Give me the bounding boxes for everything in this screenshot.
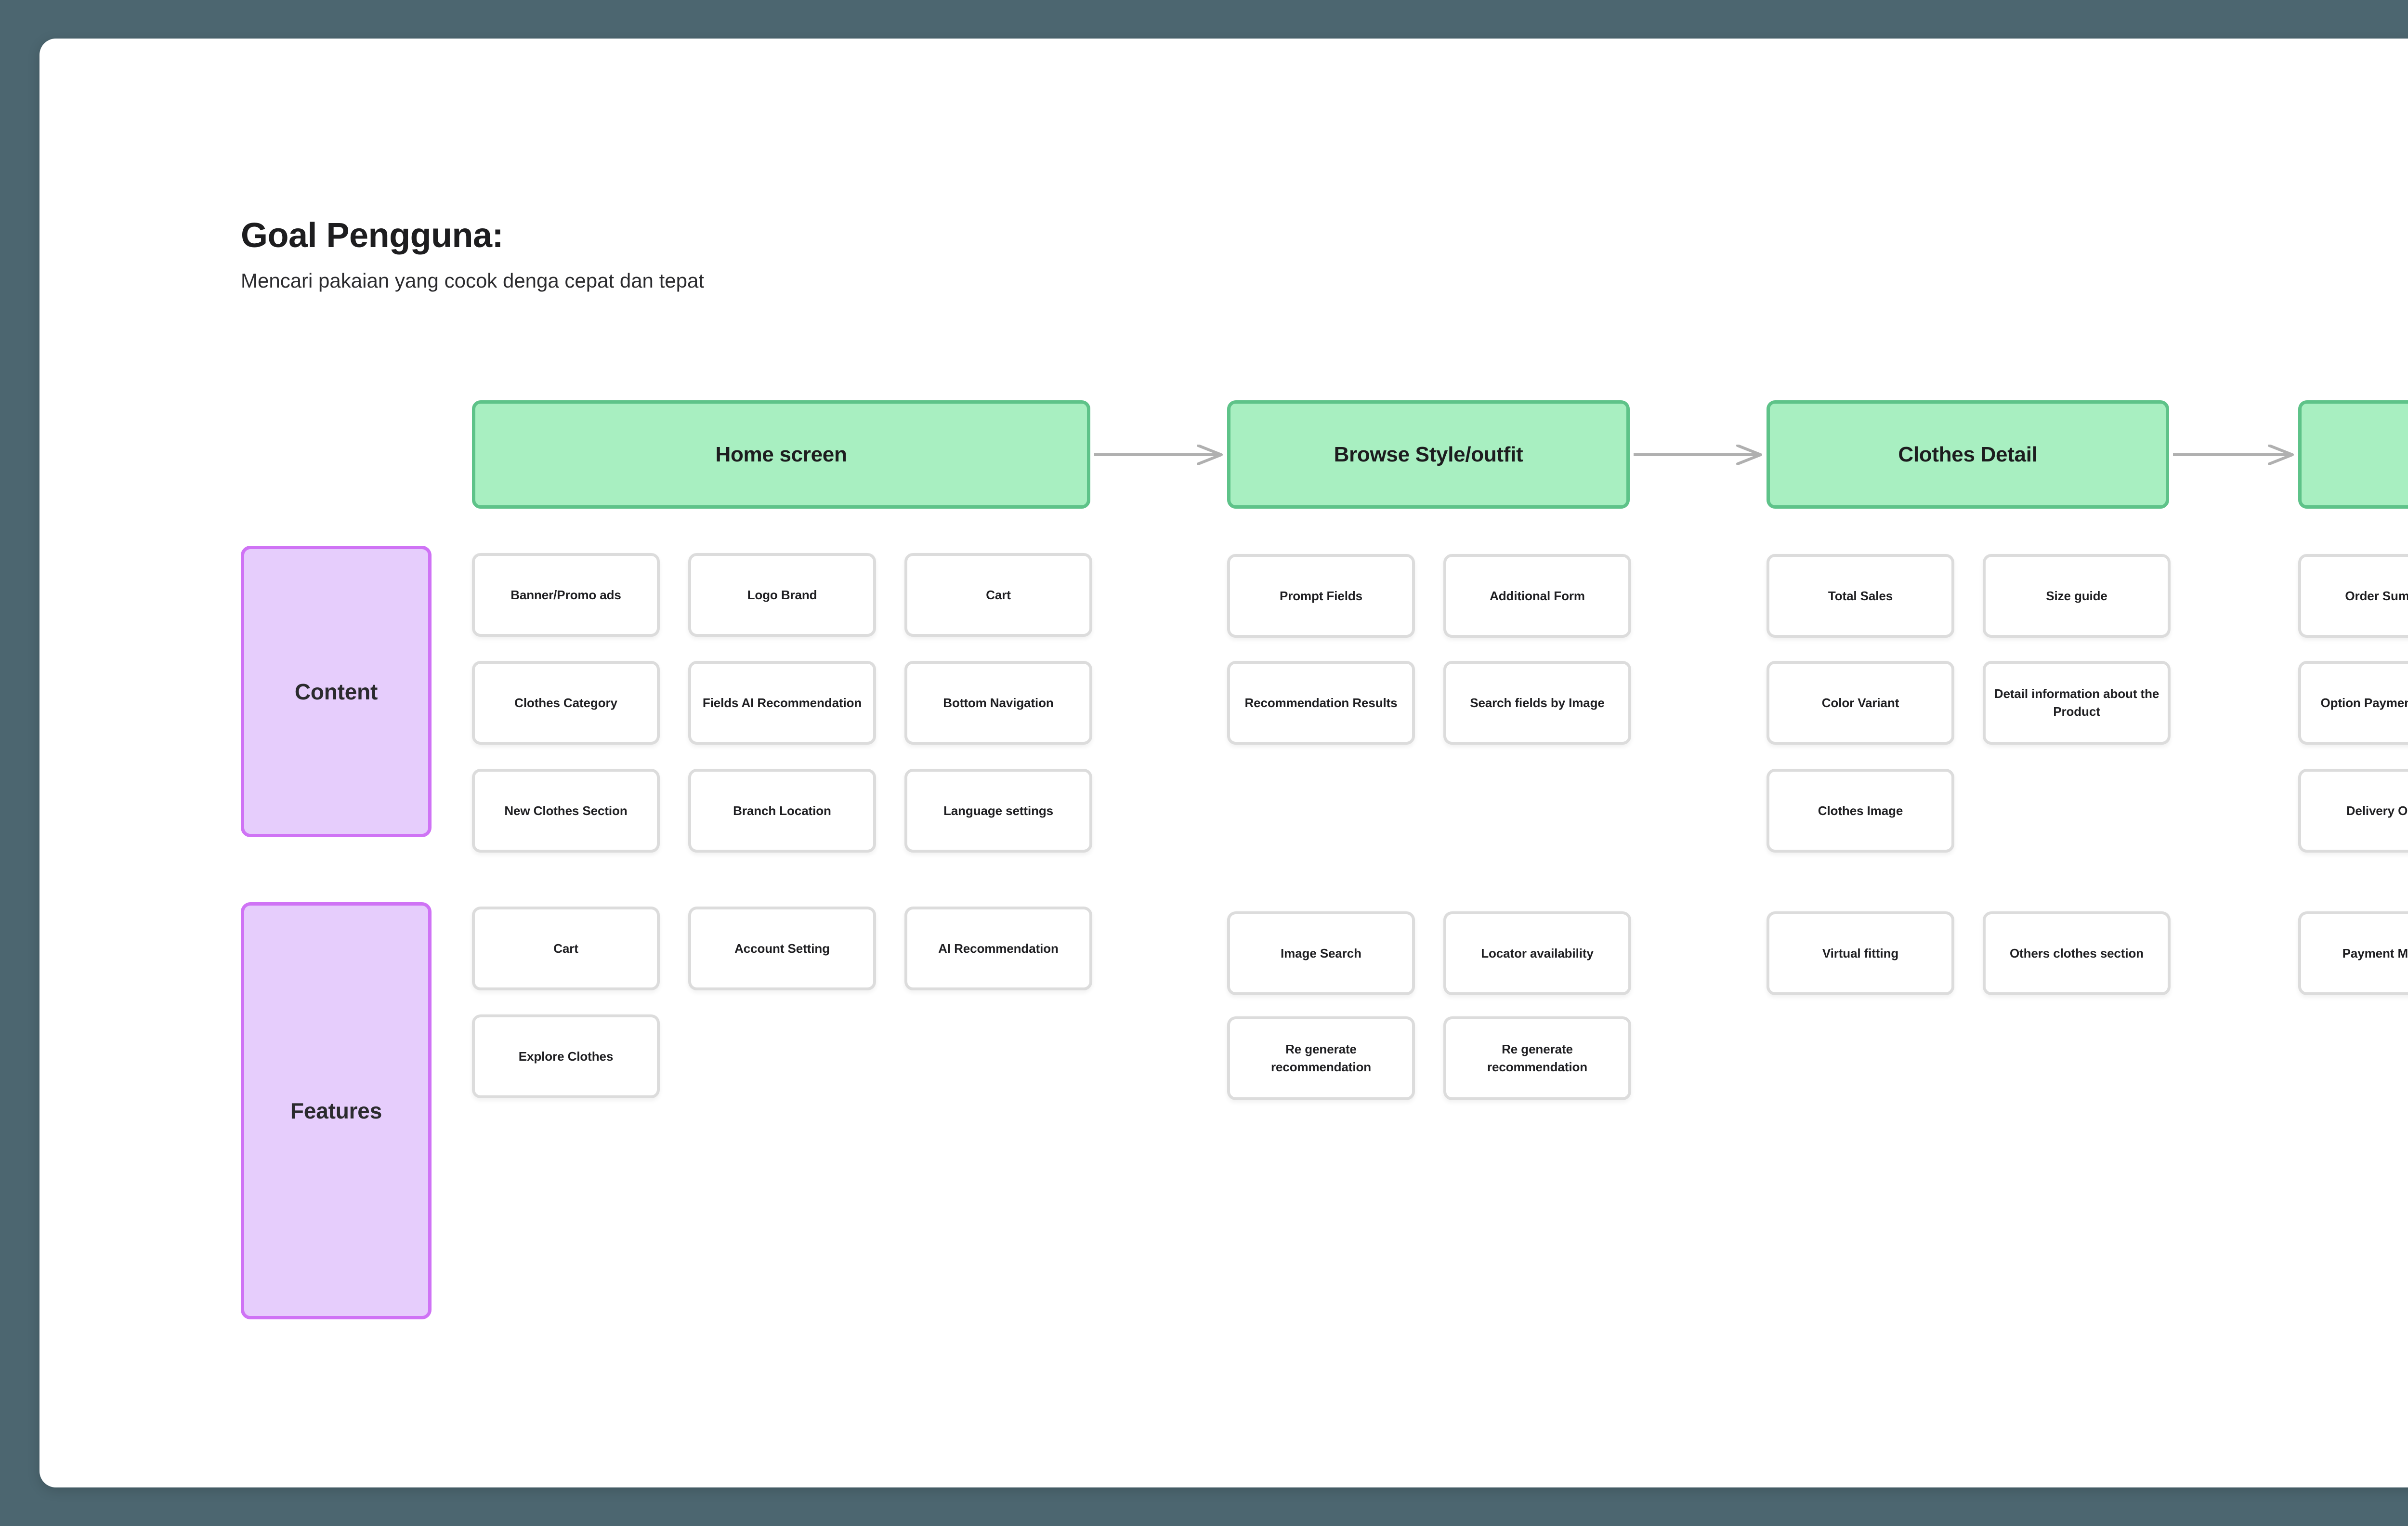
feature-card-label: Virtual fitting xyxy=(1822,946,1899,960)
content-card-label: Total Sales xyxy=(1828,588,1893,603)
content-card[interactable]: Clothes Category xyxy=(472,661,660,745)
content-card[interactable]: Order Summary xyxy=(2298,554,2408,638)
stage-box-payment[interactable]: Payment xyxy=(2298,400,2408,509)
content-card[interactable]: Color Variant xyxy=(1767,661,1954,745)
content-card-label: Option Payment Method xyxy=(2320,695,2408,710)
feature-card-label: Re generate recommendation xyxy=(1270,1042,1372,1074)
group-label-features[interactable]: Features xyxy=(241,902,432,1319)
feature-card[interactable]: Account Setting xyxy=(688,907,876,990)
stage-label: Clothes Detail xyxy=(1898,442,2038,466)
feature-card[interactable]: Others clothes section xyxy=(1983,911,2171,995)
feature-card-label: Account Setting xyxy=(734,941,830,956)
arrow-browse-to-detail-icon xyxy=(1634,445,1763,465)
arrow-home-to-browse-icon xyxy=(1094,445,1223,465)
content-card[interactable]: Logo Brand xyxy=(688,553,876,637)
content-card-label: New Clothes Section xyxy=(504,803,628,818)
content-card[interactable]: Search fields by Image xyxy=(1443,661,1631,745)
group-content-label: Content xyxy=(294,679,378,704)
content-card-label: Detail information about the Product xyxy=(1994,686,2159,719)
feature-card-label: Locator availability xyxy=(1481,946,1594,960)
feature-card[interactable]: Re generate recommendation xyxy=(1443,1016,1631,1100)
group-features-label: Features xyxy=(290,1098,382,1123)
feature-card-label: AI Recommendation xyxy=(938,941,1059,956)
content-card[interactable]: Size guide xyxy=(1983,554,2171,638)
feature-card-label: Image Search xyxy=(1281,946,1361,960)
content-card[interactable]: Branch Location xyxy=(688,769,876,853)
stage-label: Browse Style/outfit xyxy=(1334,442,1523,466)
content-card[interactable]: New Clothes Section xyxy=(472,769,660,853)
content-card[interactable]: Banner/Promo ads xyxy=(472,553,660,637)
feature-card[interactable]: Virtual fitting xyxy=(1767,911,1954,995)
page-subtitle: Mencari pakaian yang cocok denga cepat d… xyxy=(241,269,705,292)
content-card[interactable]: Language settings xyxy=(904,769,1092,853)
content-card-label: Delivery Option xyxy=(2346,803,2408,818)
feature-card[interactable]: Re generate recommendation xyxy=(1227,1016,1415,1100)
feature-card[interactable]: AI Recommendation xyxy=(904,907,1092,990)
content-card[interactable]: Recommendation Results xyxy=(1227,661,1415,745)
feature-card-label: Re generate recommendation xyxy=(1487,1042,1588,1074)
content-card[interactable]: Total Sales xyxy=(1767,554,1954,638)
content-card[interactable]: Additional Form xyxy=(1443,554,1631,638)
feature-card-label: Explore Clothes xyxy=(518,1049,614,1064)
content-card-label: Banner/Promo ads xyxy=(510,587,621,602)
content-card[interactable]: Fields AI Recommendation xyxy=(688,661,876,745)
content-card-label: Order Summary xyxy=(2345,588,2408,603)
goal-block: Goal Pengguna: Mencari pakaian yang coco… xyxy=(241,216,705,294)
content-card-label: Cart xyxy=(986,587,1011,602)
content-card[interactable]: Bottom Navigation xyxy=(904,661,1092,745)
stage-box-home-screen[interactable]: Home screen xyxy=(472,400,1090,509)
stage-box-browse-style-outfit[interactable]: Browse Style/outfit xyxy=(1227,400,1630,509)
group-label-content[interactable]: Content xyxy=(241,546,432,837)
content-card-label: Fields AI Recommendation xyxy=(702,695,862,710)
feature-card-label: Cart xyxy=(553,941,578,956)
feature-card[interactable]: Explore Clothes xyxy=(472,1014,660,1098)
content-card[interactable]: Cart xyxy=(904,553,1092,637)
content-card-label: Recommendation Results xyxy=(1244,695,1398,710)
stage-label: Home screen xyxy=(715,442,847,466)
content-card-label: Branch Location xyxy=(733,803,831,818)
content-card-label: Additional Form xyxy=(1490,588,1585,603)
content-card-label: Clothes Category xyxy=(514,695,617,710)
content-card-label: Search fields by Image xyxy=(1470,695,1605,710)
content-card[interactable]: Clothes Image xyxy=(1767,769,1954,853)
content-card[interactable]: Prompt Fields xyxy=(1227,554,1415,638)
feature-card[interactable]: Payment Method xyxy=(2298,911,2408,995)
content-card-label: Bottom Navigation xyxy=(943,695,1054,710)
feature-card[interactable]: Image Search xyxy=(1227,911,1415,995)
arrow-detail-to-payment-icon xyxy=(2173,445,2294,465)
content-card-label: Language settings xyxy=(943,803,1053,818)
content-card-label: Clothes Image xyxy=(1818,803,1903,818)
feature-card-label: Payment Method xyxy=(2342,946,2408,960)
feature-card-label: Others clothes section xyxy=(2009,946,2144,960)
content-card-label: Prompt Fields xyxy=(1279,588,1363,603)
content-card-label: Logo Brand xyxy=(747,587,817,602)
feature-card[interactable]: Cart xyxy=(472,907,660,990)
content-card-label: Color Variant xyxy=(1821,695,1899,710)
page-title: Goal Pengguna: xyxy=(241,216,504,255)
content-card-label: Size guide xyxy=(2046,588,2107,603)
feature-card[interactable]: Locator availability xyxy=(1443,911,1631,995)
content-card[interactable]: Delivery Option xyxy=(2298,769,2408,853)
stage-box-clothes-detail[interactable]: Clothes Detail xyxy=(1767,400,2169,509)
flow-board-canvas: Goal Pengguna: Mencari pakaian yang coco… xyxy=(39,39,2408,1487)
content-card[interactable]: Option Payment Method xyxy=(2298,661,2408,745)
content-card[interactable]: Detail information about the Product xyxy=(1983,661,2171,745)
